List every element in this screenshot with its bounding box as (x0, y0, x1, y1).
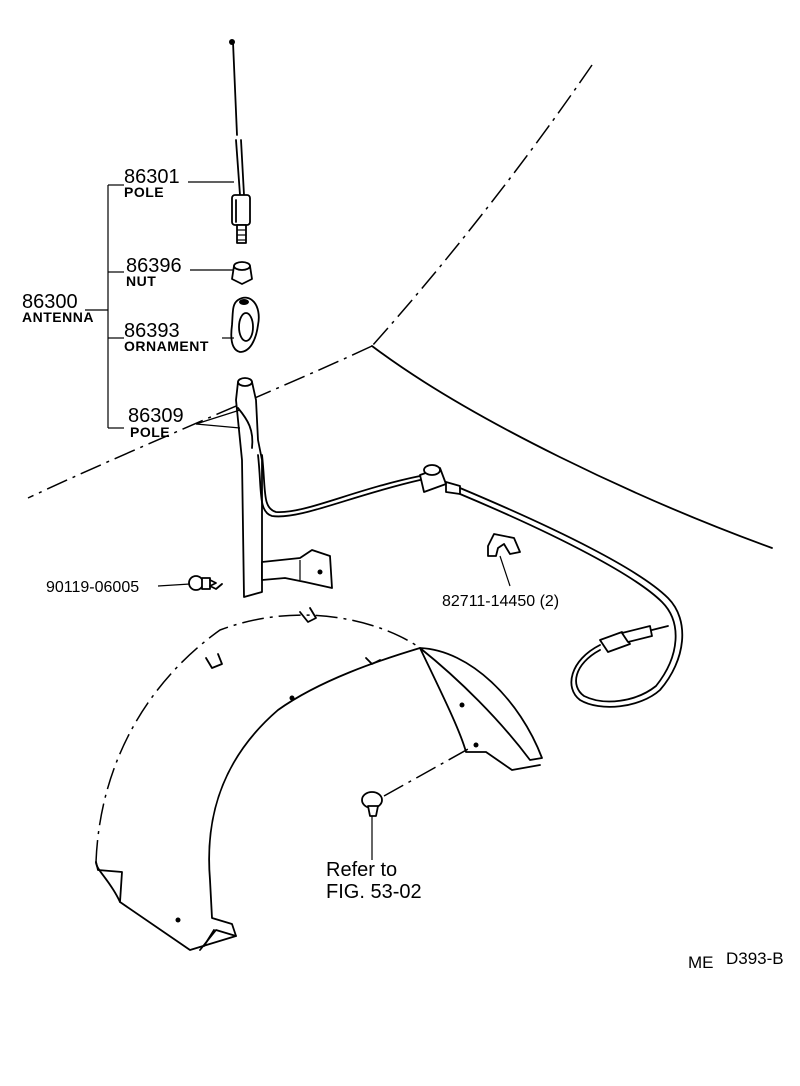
antenna-pole-top (229, 39, 251, 244)
footer-code-drawing: D393-B (726, 949, 784, 968)
part-number-86301: 86301 (124, 166, 180, 188)
part-name-antenna: ANTENNA (22, 309, 94, 325)
part-number-86393: 86393 (124, 320, 180, 342)
reference-line-2: FIG. 53-02 (326, 881, 422, 903)
cable-clip-part (487, 533, 521, 557)
part-name-pole-upper: POLE (124, 184, 164, 200)
footer-code-me: ME (688, 953, 714, 972)
part-number-90119: 90119-06005 (46, 579, 139, 596)
part-number-86309: 86309 (128, 405, 184, 427)
leader-lines (85, 181, 511, 860)
ornament-part (230, 296, 260, 353)
antenna-housing (235, 377, 333, 598)
push-clip-part (361, 747, 471, 817)
fender-liner (95, 607, 543, 951)
part-name-nut: NUT (126, 273, 156, 289)
screw-part (188, 575, 223, 591)
part-number-86396: 86396 (126, 255, 182, 277)
reference-line-1: Refer to (326, 859, 397, 881)
part-number-82711: 82711-14450 (2) (442, 593, 559, 610)
nut-part (231, 261, 253, 285)
part-name-ornament: ORNAMENT (124, 338, 209, 354)
part-name-pole-lower: POLE (130, 424, 170, 440)
part-number-86300: 86300 (22, 291, 78, 313)
body-panel-outline (27, 64, 773, 549)
antenna-cable (257, 454, 684, 708)
